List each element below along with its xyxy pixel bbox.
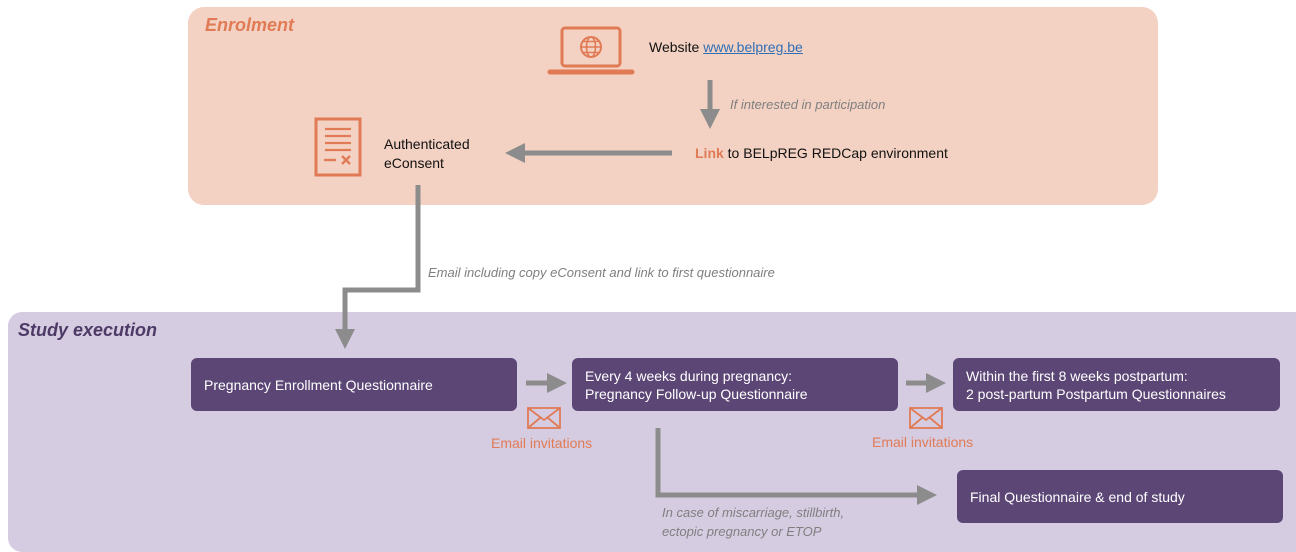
consent-label: Authenticated eConsent xyxy=(384,135,470,173)
laptop-globe-icon xyxy=(547,26,635,75)
interest-note: If interested in participation xyxy=(730,97,886,112)
miscarriage-note-line1: In case of miscarriage, stillbirth, xyxy=(662,505,845,520)
followup-line1: Every 4 weeks during pregnancy: xyxy=(585,367,792,384)
postpartum-line2: 2 post-partum Postpartum Questionnaires xyxy=(966,385,1226,402)
consent-form-icon xyxy=(314,117,362,177)
email-invitations-label-1: Email invitations xyxy=(491,435,593,451)
consent-label-line1: Authenticated xyxy=(384,136,470,152)
enrollment-questionnaire-label: Pregnancy Enrollment Questionnaire xyxy=(204,376,433,393)
postpartum-line1: Within the first 8 weeks postpartum: xyxy=(966,367,1188,384)
enrollment-questionnaire-box: Pregnancy Enrollment Questionnaire xyxy=(191,358,517,411)
email-consent-note: Email including copy eConsent and link t… xyxy=(428,265,775,280)
miscarriage-note: In case of miscarriage, stillbirth, ecto… xyxy=(662,503,844,541)
redcap-link-line: Link to BELpREG REDCap environment xyxy=(695,144,948,163)
email-invitations-label-2: Email invitations xyxy=(872,434,974,450)
website-link[interactable]: www.belpreg.be xyxy=(703,39,803,55)
followup-line2: Pregnancy Follow-up Questionnaire xyxy=(585,385,808,402)
consent-label-line2: eConsent xyxy=(384,155,444,171)
miscarriage-note-line2: ectopic pregnancy or ETOP xyxy=(662,524,822,539)
redcap-link-rest: to BELpREG REDCap environment xyxy=(727,145,948,161)
envelope-icon xyxy=(527,407,561,429)
followup-questionnaire-box: Every 4 weeks during pregnancy: Pregnanc… xyxy=(572,358,898,411)
arrow-followup-to-final xyxy=(655,428,937,505)
envelope-icon xyxy=(909,407,943,429)
final-questionnaire-label: Final Questionnaire & end of study xyxy=(970,488,1185,505)
study-execution-title: Study execution xyxy=(18,320,158,340)
enrolment-title: Enrolment xyxy=(205,15,295,35)
postpartum-questionnaire-box: Within the first 8 weeks postpartum: 2 p… xyxy=(953,358,1280,411)
redcap-link-word[interactable]: Link xyxy=(695,145,724,161)
final-questionnaire-box: Final Questionnaire & end of study xyxy=(957,470,1283,523)
website-line: Website www.belpreg.be xyxy=(649,38,803,57)
enrolment-panel xyxy=(188,7,1158,205)
website-label: Website xyxy=(649,39,700,55)
arrow-consent-to-enrollment xyxy=(335,185,421,349)
